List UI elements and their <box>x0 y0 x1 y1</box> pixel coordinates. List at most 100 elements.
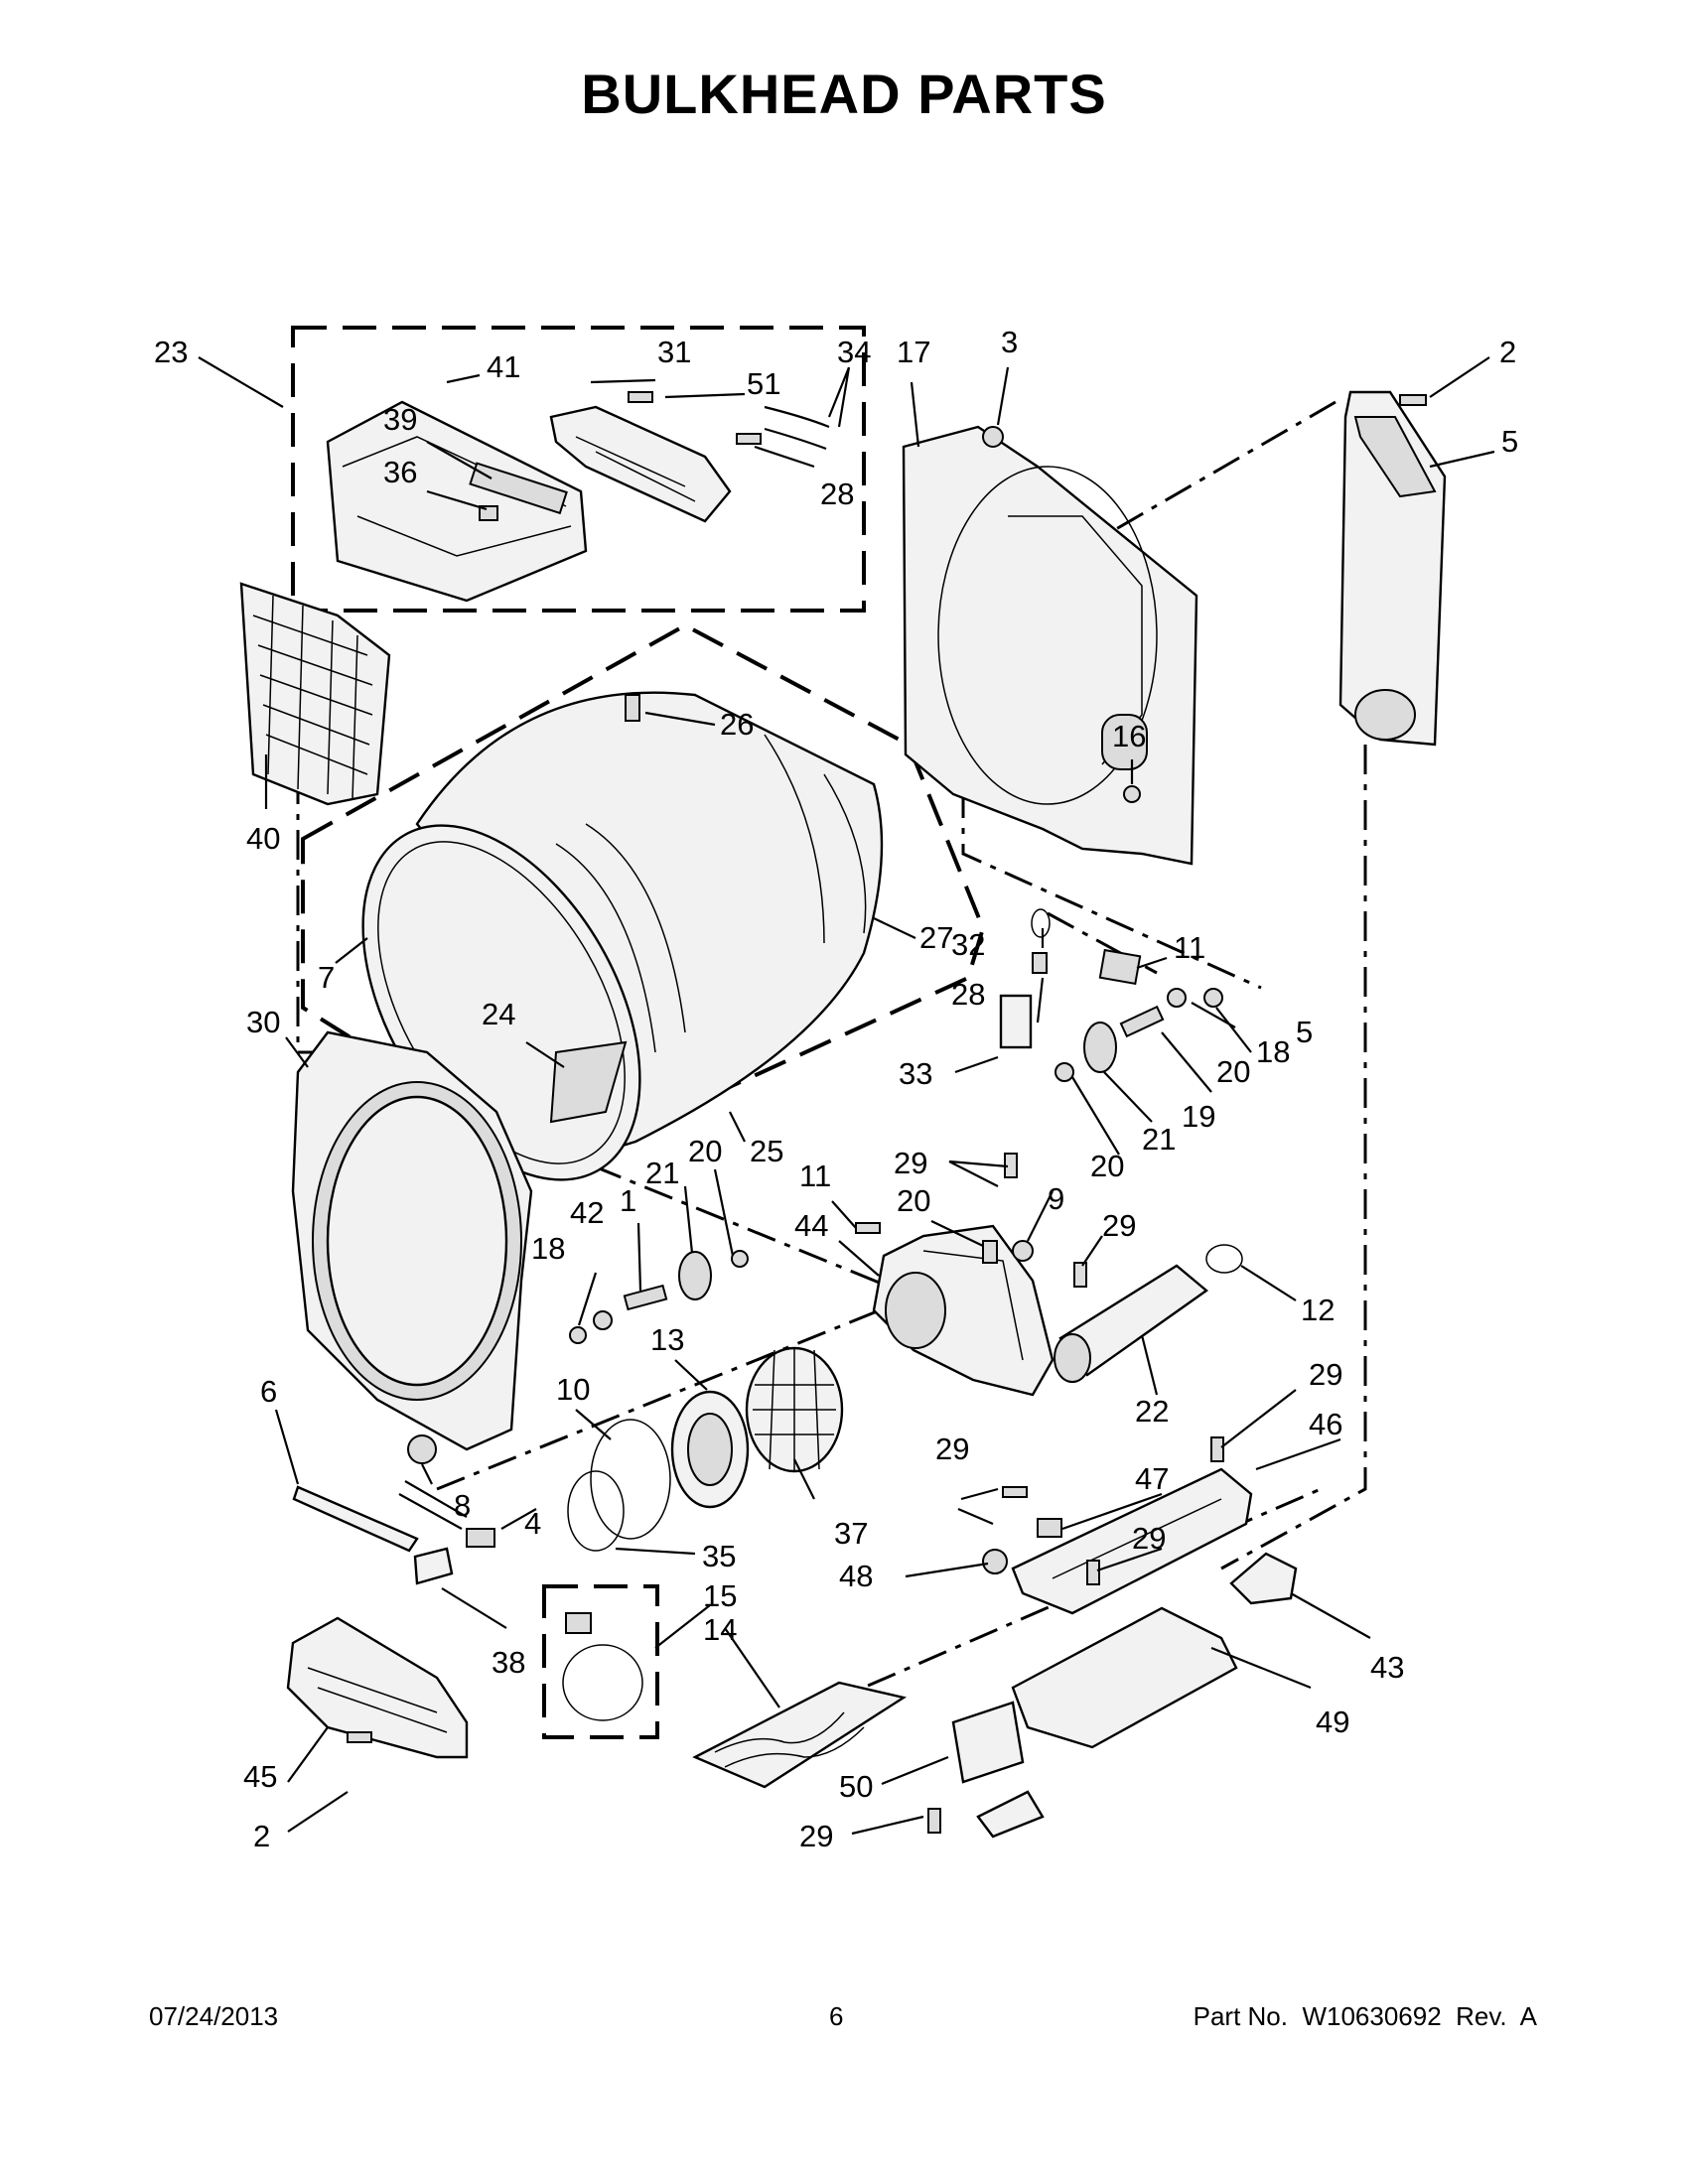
callout-14: 14 <box>703 1612 737 1647</box>
callout-28: 28 <box>820 477 854 511</box>
part-29c-screw <box>1210 1436 1224 1462</box>
alignment-line-rear <box>1220 745 1367 1570</box>
part-10-bearing-ring <box>590 1419 671 1540</box>
page-title: BULKHEAD PARTS <box>581 63 1107 125</box>
leader-lines <box>198 356 1495 1836</box>
part-20d-clip <box>1055 1062 1074 1082</box>
part-20a-clip <box>731 1250 749 1268</box>
callout-3: 3 <box>1001 325 1018 359</box>
part-14-heater-element <box>692 1681 908 1789</box>
part-36-spring-clip <box>479 505 498 521</box>
callout-29: 29 <box>894 1146 927 1180</box>
footer-page-number: 6 <box>829 2001 844 2031</box>
callout-5: 5 <box>1501 424 1518 459</box>
part-29f-screw <box>927 1808 941 1834</box>
part-49-base-tray <box>1011 1606 1238 1749</box>
part-29d-screw <box>1002 1486 1028 1498</box>
callout-2-b: 2 <box>253 1819 270 1853</box>
callout-47: 47 <box>1135 1461 1169 1496</box>
part-33-sensor-bracket <box>999 994 1033 1049</box>
callout-44: 44 <box>794 1208 828 1243</box>
part-32-thermistor <box>1031 908 1051 938</box>
callout-27: 27 <box>919 920 953 955</box>
callout-22: 22 <box>1135 1394 1169 1429</box>
callout-43: 43 <box>1370 1650 1404 1685</box>
callout-13: 13 <box>650 1322 684 1357</box>
callout-35: 35 <box>702 1539 736 1573</box>
part-26-screw <box>625 694 640 722</box>
part-39-button-panel <box>469 462 568 515</box>
callout-29-f: 29 <box>799 1819 833 1853</box>
part-21a-roller <box>1083 1022 1117 1073</box>
footer-date: 07/24/2013 <box>149 2001 279 2031</box>
part-4-screw <box>407 1434 437 1464</box>
callout-19: 19 <box>1182 1099 1215 1134</box>
callout-11-b: 11 <box>799 1159 831 1193</box>
callout-39: 39 <box>383 402 417 437</box>
part-35-seal <box>567 1470 625 1552</box>
callout-20-c: 20 <box>688 1134 722 1168</box>
callout-4: 4 <box>524 1506 541 1541</box>
callout-31: 31 <box>657 335 691 369</box>
callout-7: 7 <box>318 960 335 995</box>
part-15-wire-harness <box>562 1612 643 1721</box>
callout-20-d: 42 <box>570 1195 604 1230</box>
part-50-mounting-bracket <box>951 1701 1045 1839</box>
callout-9: 20 <box>897 1183 930 1218</box>
part-11a-bearing-bracket <box>1098 948 1142 986</box>
callout-2: 2 <box>1499 335 1516 369</box>
callout-46: 46 <box>1309 1407 1342 1441</box>
callout-50: 50 <box>839 1769 873 1804</box>
callout-18-b: 18 <box>531 1231 565 1266</box>
part-16-drum-support <box>1123 785 1141 803</box>
callout-29-b: 29 <box>1102 1208 1136 1243</box>
callout-37: 37 <box>834 1516 868 1551</box>
callout-5-b: 5 <box>1296 1015 1313 1049</box>
alignment-line-bulkhead <box>1047 911 1158 975</box>
part-8-switch-harness <box>398 1480 495 1548</box>
callout-30: 30 <box>246 1005 280 1039</box>
callout-24: 24 <box>482 997 515 1031</box>
callout-49: 49 <box>1316 1705 1349 1739</box>
callout-17: 17 <box>897 335 930 369</box>
part-29e-screw <box>1086 1560 1100 1585</box>
part-21b-roller <box>678 1251 712 1300</box>
callout-11: 11 <box>1174 930 1205 965</box>
callout-1: 1 <box>620 1183 636 1218</box>
part-22-exhaust-duct <box>1054 1264 1208 1383</box>
group-box-15 <box>542 1584 659 1739</box>
group-box-23 <box>291 326 866 613</box>
callout-23: 23 <box>154 335 188 369</box>
callout-38: 38 <box>492 1645 525 1680</box>
callout-29-d: 29 <box>935 1432 969 1466</box>
part-17-rear-bulkhead <box>902 425 1198 866</box>
part-51-screw <box>628 391 653 403</box>
part-37-blower-wheel <box>745 1346 844 1473</box>
part-44-blower-housing <box>872 1224 1055 1397</box>
alignment-line-blower <box>436 1279 954 1491</box>
callout-6: 6 <box>260 1374 277 1409</box>
callout-48: 48 <box>839 1559 873 1593</box>
part-47-clip <box>1037 1518 1062 1538</box>
callout-16: 16 <box>1112 719 1146 753</box>
callout-28-b: 28 <box>951 977 985 1012</box>
part-9-thermal-cutoff <box>982 1240 998 1264</box>
callout-45: 45 <box>243 1759 277 1794</box>
part-46-heater-duct-cover <box>1011 1467 1253 1615</box>
callout-41: 41 <box>487 349 520 384</box>
part-29b-screw <box>1073 1262 1087 1288</box>
callout-40: 40 <box>246 821 280 856</box>
part-19-shaft <box>1119 1005 1165 1038</box>
callout-8: 8 <box>454 1488 471 1523</box>
part-12-clamp <box>1205 1244 1243 1274</box>
part-2a-screw <box>1399 394 1427 406</box>
callout-36: 36 <box>383 455 417 489</box>
part-11b-screw <box>855 1222 881 1234</box>
part-5-rear-duct-panel <box>1338 390 1447 747</box>
part-18a-washer <box>1203 988 1223 1008</box>
part-43-duct-end <box>1229 1552 1298 1605</box>
part-28b-screw <box>1032 952 1048 974</box>
callout-26: 26 <box>720 707 754 742</box>
part-20b-clip <box>593 1310 613 1330</box>
callout-29-e: 29 <box>1132 1521 1166 1556</box>
